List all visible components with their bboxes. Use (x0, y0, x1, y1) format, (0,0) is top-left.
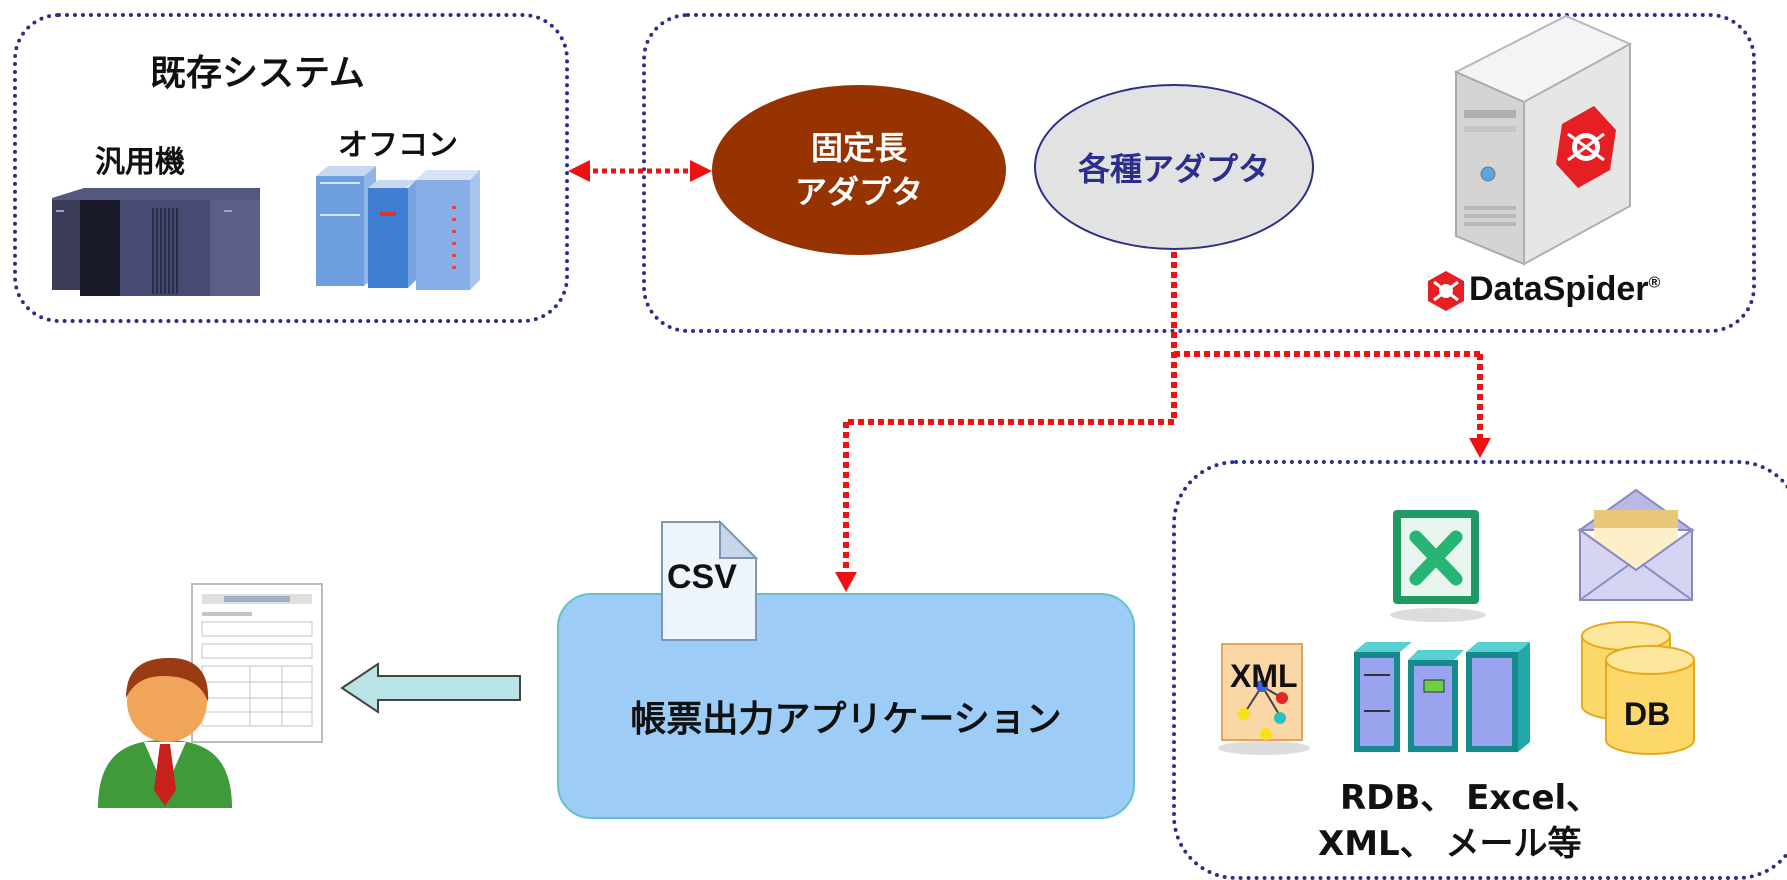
adapter-to-outputs-arrow (835, 252, 1491, 592)
dataspider-logo-icon (1428, 271, 1464, 311)
report-output-app-label: 帳票出力アプリケーション (630, 699, 1062, 740)
fixed-adapter-line2: アダプタ (794, 173, 923, 211)
dataspider-brand-text: DataSpider (1469, 270, 1649, 308)
office-computer-icon (316, 166, 480, 290)
legacy-system-title: 既存システム (150, 53, 365, 94)
various-adapters-label: 各種アダプタ (1077, 150, 1270, 188)
db-icon-label: DB (1624, 696, 1671, 732)
targets-caption-line2: XML、 メール等 (1318, 824, 1582, 864)
officecomputer-label: オフコン (338, 128, 458, 163)
fixed-adapter-line1: 固定長 (810, 129, 907, 167)
rdb-icon (1354, 642, 1530, 752)
mail-icon (1576, 488, 1696, 601)
report-document-icon (191, 583, 323, 743)
user-avatar-icon (98, 658, 232, 808)
report-output-app: 帳票出力アプリケーション (557, 593, 1135, 819)
mainframe-icon (52, 188, 260, 296)
dataspider-brand: DataSpider® (1469, 270, 1660, 309)
fixed-length-adapter: 固定長 アダプタ (712, 85, 1006, 255)
server-icon (1453, 14, 1633, 266)
output-arrow (340, 662, 521, 714)
various-adapters: 各種アダプタ (1034, 84, 1314, 250)
legacy-to-adapter-arrow (568, 160, 712, 182)
dataspider-frame (642, 13, 1756, 333)
csv-file-icon (661, 520, 758, 641)
legacy-system-frame (13, 13, 569, 323)
csv-file-label: CSV (667, 558, 737, 596)
registered-mark: ® (1648, 274, 1661, 292)
mainframe-label: 汎用機 (95, 145, 185, 180)
xml-icon-label: XML (1230, 658, 1298, 694)
targets-caption-line1: RDB、 Excel、 (1340, 778, 1601, 818)
excel-icon (1390, 510, 1486, 622)
db-icon (1581, 621, 1695, 755)
xml-icon (1218, 643, 1310, 755)
